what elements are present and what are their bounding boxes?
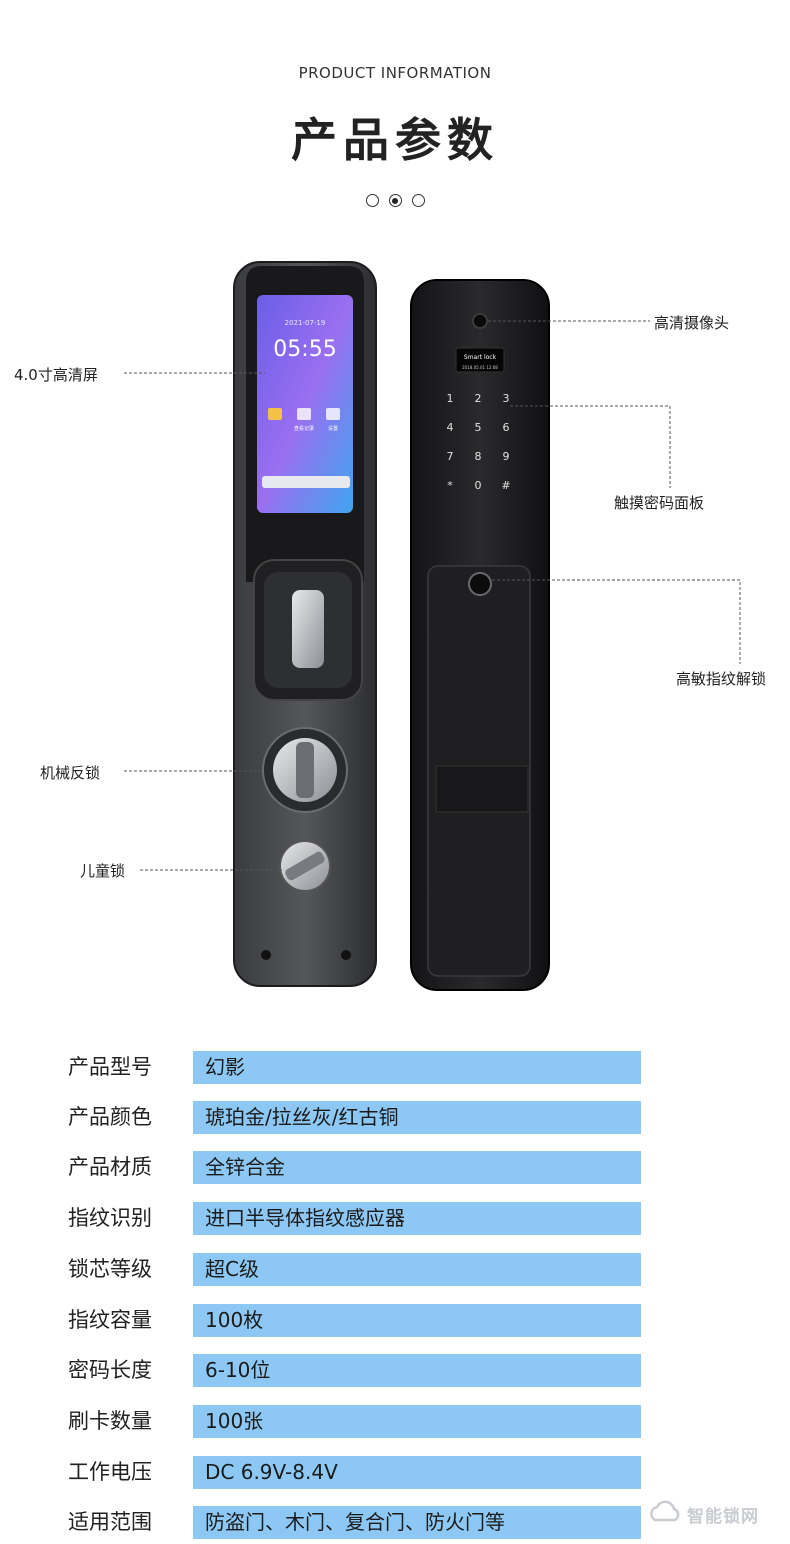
pagination-dot-2[interactable] [388, 194, 402, 207]
svg-text:2018.05.01 12:08: 2018.05.01 12:08 [462, 365, 498, 370]
watermark: 智能锁网 [645, 1490, 775, 1530]
pagination-dot-3[interactable] [411, 194, 425, 207]
page-title: 产品参数 [291, 113, 499, 167]
spec-value: 幻影 [193, 1051, 641, 1084]
svg-text:4: 4 [447, 421, 454, 434]
fingerprint-sensor [468, 572, 492, 596]
outer-lock-body: Smart lock 2018.05.01 12:08 1 2 3 4 5 6 … [410, 279, 550, 991]
svg-text:查看记录: 查看记录 [294, 425, 314, 432]
spec-label: 产品颜色 [68, 1105, 152, 1129]
spec-value: 全锌合金 [193, 1151, 641, 1184]
callout-camera: 高清摄像头 [654, 314, 730, 332]
spec-label: 刷卡数量 [68, 1409, 152, 1433]
pagination-dot-1[interactable] [365, 194, 379, 207]
spec-row: 锁芯等级 超C级 [0, 1252, 790, 1286]
spec-label: 产品型号 [68, 1055, 152, 1079]
spec-label: 工作电压 [68, 1460, 152, 1484]
touch-keypad: 1 2 3 4 5 6 7 8 9 * 0 # [447, 392, 511, 492]
inner-handle-button [292, 590, 324, 668]
svg-text:1: 1 [447, 392, 454, 405]
svg-text:5: 5 [475, 421, 482, 434]
spec-label: 产品材质 [68, 1155, 152, 1179]
spec-row: 密码长度 6-10位 [0, 1353, 790, 1387]
spec-label: 适用范围 [68, 1510, 152, 1534]
svg-text:*: * [447, 479, 453, 492]
spec-label: 指纹识别 [68, 1206, 152, 1230]
spec-value: DC 6.9V-8.4V [193, 1456, 641, 1489]
spec-row: 产品颜色 琥珀金/拉丝灰/红古铜 [0, 1100, 790, 1134]
spec-label: 锁芯等级 [68, 1257, 152, 1281]
svg-text:0: 0 [475, 479, 482, 492]
svg-text:7: 7 [447, 450, 454, 463]
svg-text:8: 8 [475, 450, 482, 463]
svg-text:Smart lock: Smart lock [464, 354, 497, 361]
svg-text:设置: 设置 [328, 425, 338, 432]
svg-text:9: 9 [503, 450, 510, 463]
spec-value: 100张 [193, 1405, 641, 1438]
header-subtitle: PRODUCT INFORMATION [298, 64, 492, 82]
cloud-icon [650, 1500, 680, 1522]
screen-date: 2021-07-19 [285, 319, 326, 327]
spec-row: 指纹识别 进口半导体指纹感应器 [0, 1201, 790, 1235]
svg-text:2: 2 [475, 392, 482, 405]
watermark-text: 智能锁网 [687, 1507, 759, 1527]
callout-child-lock: 儿童锁 [80, 862, 126, 880]
inner-lock-body: 2021-07-19 05:55 查看记录 设置 [233, 261, 377, 987]
camera-lens [472, 313, 488, 329]
spec-label: 指纹容量 [68, 1308, 152, 1332]
spec-row: 产品材质 全锌合金 [0, 1150, 790, 1184]
svg-text:#: # [501, 479, 510, 492]
leader-fingerprint [492, 579, 741, 664]
screen-time: 05:55 [273, 337, 336, 362]
spec-value: 100枚 [193, 1304, 641, 1337]
svg-text:6: 6 [503, 421, 510, 434]
product-illustration: 2021-07-19 05:55 查看记录 设置 Smart lock 2018… [124, 261, 741, 991]
spec-label: 密码长度 [68, 1358, 152, 1382]
pagination-dots [0, 194, 790, 207]
spec-row: 产品型号 幻影 [0, 1050, 790, 1084]
spec-row: 指纹容量 100枚 [0, 1303, 790, 1337]
callout-hd-screen: 4.0寸高清屏 [14, 366, 98, 384]
spec-value: 6-10位 [193, 1354, 641, 1387]
leader-touch [510, 405, 671, 488]
callout-touch-panel: 触摸密码面板 [614, 494, 705, 512]
spec-row: 适用范围 防盗门、木门、复合门、防火门等 [0, 1505, 790, 1539]
spec-value: 防盗门、木门、复合门、防火门等 [193, 1506, 641, 1539]
svg-text:3: 3 [503, 392, 510, 405]
spec-value: 进口半导体指纹感应器 [193, 1202, 641, 1235]
spec-value: 超C级 [193, 1253, 641, 1286]
callout-fingerprint: 高敏指纹解锁 [676, 670, 767, 688]
callout-mechanical-lock: 机械反锁 [40, 764, 101, 782]
spec-row: 工作电压 DC 6.9V-8.4V [0, 1455, 790, 1489]
hd-screen [257, 295, 353, 513]
spec-row: 刷卡数量 100张 [0, 1404, 790, 1438]
spec-value: 琥珀金/拉丝灰/红古铜 [193, 1101, 641, 1134]
